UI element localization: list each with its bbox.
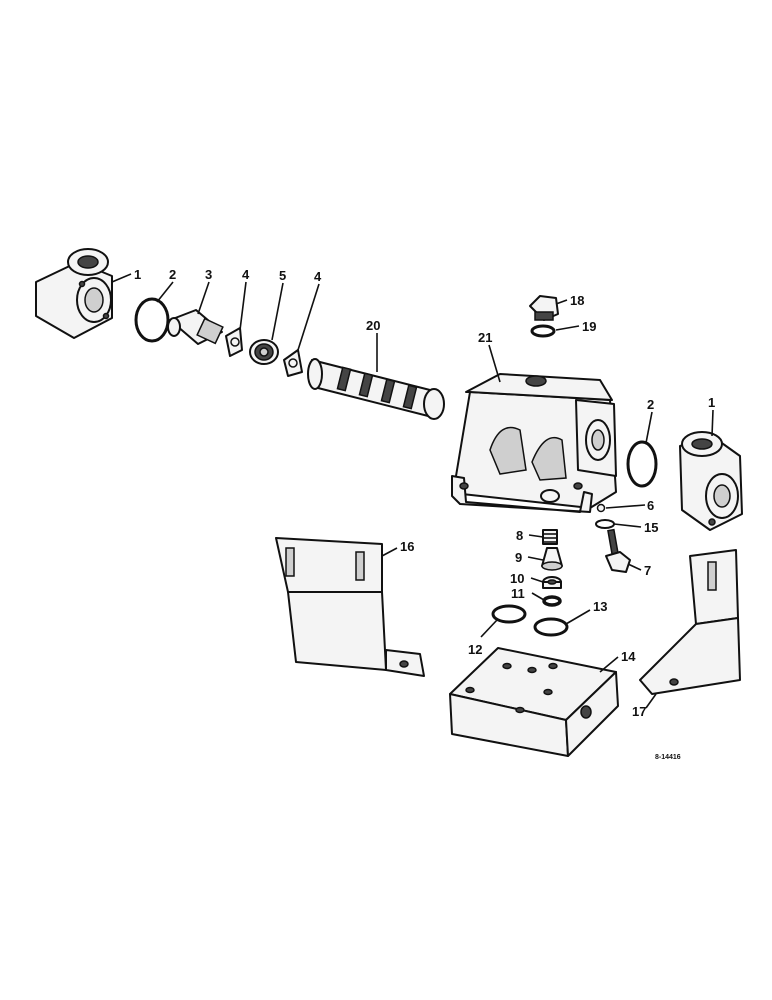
part-15-washer — [595, 519, 615, 529]
part-13-o-ring — [533, 617, 569, 637]
part-10-seat — [542, 576, 562, 589]
leader-13 — [565, 609, 591, 625]
leader-12 — [480, 619, 498, 638]
part-14-mounting-block — [449, 647, 619, 757]
part-7-screw — [605, 528, 631, 573]
leader-lines — [111, 273, 714, 709]
leader-15 — [613, 523, 642, 528]
callout-labels: 1 2 3 4 5 4 20 21 18 19 2 1 6 15 7 8 9 1… — [134, 267, 715, 719]
callout-13: 13 — [593, 599, 607, 614]
part-2-right-o-ring — [626, 440, 658, 488]
part-19-o-ring — [530, 324, 556, 338]
callout-7: 7 — [644, 563, 651, 578]
callout-2-right: 2 — [647, 397, 654, 412]
callout-2-left: 2 — [169, 267, 176, 282]
part-6-ball — [596, 503, 606, 513]
leader-14 — [599, 656, 619, 673]
part-16-mounting-bracket — [275, 537, 425, 677]
part-17-mounting-bracket — [639, 549, 741, 695]
callout-1-right: 1 — [708, 395, 715, 410]
leader-16 — [381, 547, 398, 557]
leader-9 — [527, 556, 544, 561]
leader-3 — [197, 281, 210, 315]
callout-4-first: 4 — [242, 267, 250, 282]
leader-2a — [156, 281, 174, 303]
leader-18 — [555, 299, 568, 305]
part-3-stem — [167, 309, 224, 345]
callout-12: 12 — [468, 642, 482, 657]
leader-21 — [488, 344, 501, 383]
part-2-left-o-ring — [134, 297, 170, 343]
part-8-spring — [542, 529, 558, 545]
callout-18: 18 — [570, 293, 584, 308]
leader-2b — [645, 411, 653, 444]
callout-4-second: 4 — [314, 269, 322, 284]
leader-4a — [239, 281, 247, 331]
part-11-o-ring — [542, 595, 562, 607]
leader-1b — [711, 409, 714, 437]
callout-19: 19 — [582, 319, 596, 334]
leader-4b — [297, 283, 320, 351]
leader-8 — [528, 534, 544, 538]
leader-5 — [271, 282, 284, 341]
callout-15: 15 — [644, 520, 658, 535]
leader-19 — [555, 325, 580, 331]
callout-1-left: 1 — [134, 267, 141, 282]
callout-14: 14 — [621, 649, 636, 664]
part-18-plug — [529, 295, 559, 321]
callout-6: 6 — [647, 498, 654, 513]
drawing-reference-number: 8-14416 — [655, 754, 681, 761]
leader-11 — [531, 592, 545, 601]
callout-17: 17 — [632, 704, 646, 719]
part-5-spring-cup — [249, 339, 279, 365]
leader-1a — [111, 273, 132, 283]
part-20-spool — [307, 358, 445, 420]
callout-9: 9 — [515, 550, 522, 565]
callout-3: 3 — [205, 267, 212, 282]
part-1-right-port-body — [679, 431, 743, 531]
leader-6 — [605, 504, 646, 509]
callout-16: 16 — [400, 539, 414, 554]
part-4-gasket-second — [283, 349, 303, 377]
leader-17 — [645, 693, 657, 709]
part-9-poppet — [541, 547, 563, 571]
callout-5: 5 — [279, 268, 286, 283]
part-1-left-port-body — [35, 248, 113, 339]
part-4-gasket-first — [225, 327, 243, 357]
callout-10: 10 — [510, 571, 524, 586]
leader-7 — [627, 563, 642, 571]
leader-10 — [530, 577, 544, 583]
callout-21: 21 — [478, 330, 492, 345]
callout-20: 20 — [366, 318, 380, 333]
part-12-o-ring — [491, 604, 527, 624]
callout-11: 11 — [511, 586, 525, 601]
part-21-valve-body — [451, 373, 617, 513]
callout-8: 8 — [516, 528, 523, 543]
